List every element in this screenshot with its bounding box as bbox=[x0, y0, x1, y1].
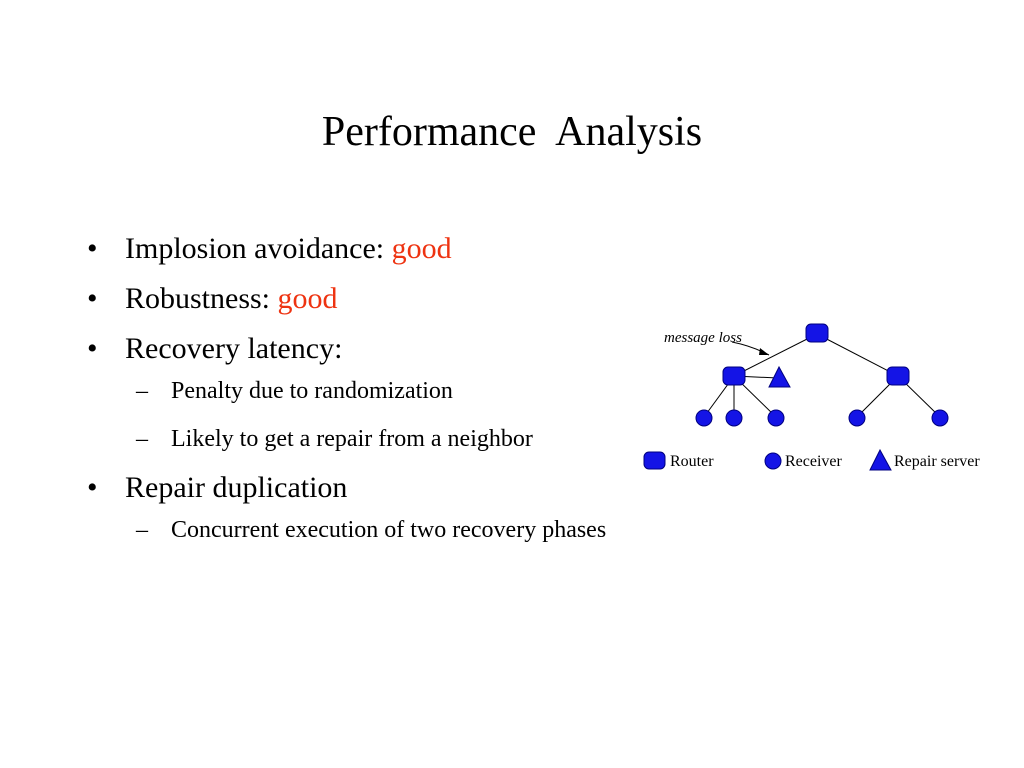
legend-repair-server-icon bbox=[869, 448, 892, 471]
legend-router-icon bbox=[643, 451, 666, 470]
subbullet-penalty-text: Penalty due to randomization bbox=[171, 378, 453, 404]
bullet-marker: • bbox=[87, 232, 98, 265]
network-diagram: message loss Router Receiver Repair serv… bbox=[643, 323, 980, 471]
subbullet-concurrent: – Concurrent execution of two recovery p… bbox=[136, 517, 607, 544]
bullet-marker: • bbox=[87, 471, 98, 504]
receiver-icon bbox=[848, 409, 866, 427]
router-right-icon bbox=[886, 366, 910, 386]
router-left-icon bbox=[722, 366, 746, 386]
robustness-value: good bbox=[277, 282, 338, 315]
subbullet-penalty: – Penalty due to randomization bbox=[136, 378, 453, 405]
legend-router-label: Router bbox=[670, 453, 714, 470]
receiver-icon bbox=[767, 409, 785, 427]
message-loss-label: message loss bbox=[664, 330, 742, 346]
latency-label: Recovery latency: bbox=[125, 332, 343, 365]
implosion-value: good bbox=[391, 232, 452, 265]
subbullet-marker: – bbox=[136, 426, 148, 452]
subbullet-concurrent-text: Concurrent execution of two recovery pha… bbox=[171, 517, 607, 543]
receiver-icon bbox=[695, 409, 713, 427]
bullet-marker: • bbox=[87, 332, 98, 365]
slide-title: Performance Analysis bbox=[321, 109, 703, 155]
subbullet-marker: – bbox=[136, 378, 148, 404]
subbullet-neighbor: – Likely to get a repair from a neighbor bbox=[136, 426, 533, 453]
legend-receiver-icon bbox=[764, 452, 782, 470]
implosion-label: Implosion avoidance: bbox=[125, 232, 392, 265]
legend: Router Receiver Repair server bbox=[643, 448, 980, 471]
robustness-label: Robustness: bbox=[125, 282, 278, 315]
repair-server-icon bbox=[768, 365, 791, 388]
bullet-robustness: • Robustness: good bbox=[87, 282, 338, 316]
bullet-latency: • Recovery latency: bbox=[87, 332, 343, 366]
duplication-label: Repair duplication bbox=[125, 471, 348, 504]
arrow-head-icon bbox=[759, 348, 769, 355]
receiver-icon bbox=[931, 409, 949, 427]
legend-repair-server-label: Repair server bbox=[894, 453, 980, 470]
legend-receiver-label: Receiver bbox=[785, 453, 843, 470]
router-root-icon bbox=[805, 323, 829, 343]
edge-root-right bbox=[816, 333, 899, 377]
bullet-duplication: • Repair duplication bbox=[87, 471, 348, 505]
bullet-implosion: • Implosion avoidance: good bbox=[87, 232, 452, 266]
receiver-icon bbox=[725, 409, 743, 427]
subbullet-marker: – bbox=[136, 517, 148, 543]
edge-root-left bbox=[733, 333, 818, 377]
subbullet-neighbor-text: Likely to get a repair from a neighbor bbox=[171, 426, 533, 452]
bullet-marker: • bbox=[87, 282, 98, 315]
